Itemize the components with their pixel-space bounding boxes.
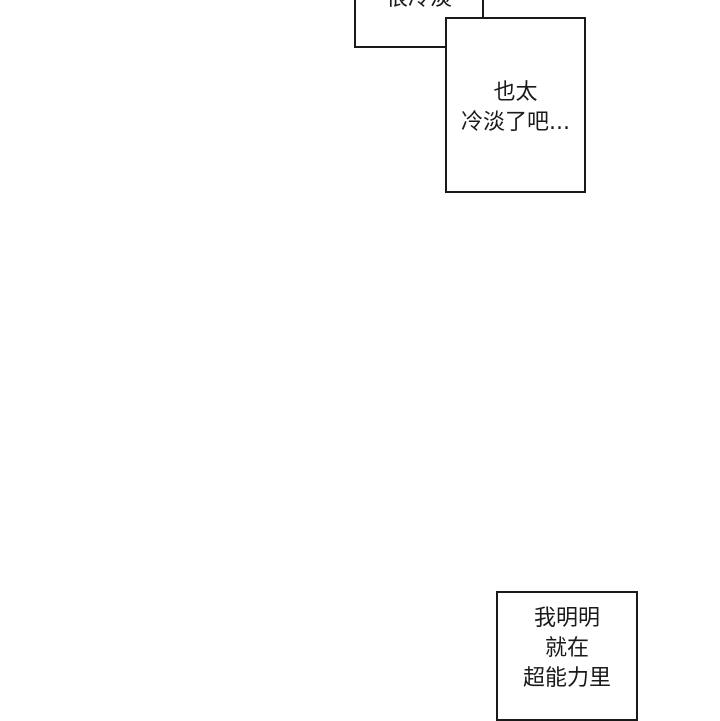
comic-panel: 很冷淡 也太 冷淡了吧... 我明明 就在 超能力里 xyxy=(354,0,638,721)
speech-line: 超能力里 xyxy=(522,666,611,691)
speech-cut-line: 很冷淡 xyxy=(354,0,484,14)
speech-text-bottom: 我明明 就在 超能力里 xyxy=(496,604,638,694)
speech-line: 就在 xyxy=(544,636,589,661)
speech-box-merge xyxy=(447,19,482,46)
speech-text-top: 也太 冷淡了吧... xyxy=(445,78,586,138)
speech-line: 很冷淡 xyxy=(354,0,484,14)
speech-box-bottom xyxy=(496,591,638,721)
speech-line: 也太 xyxy=(493,80,538,105)
speech-box-top-lower xyxy=(445,17,586,193)
speech-line: 冷淡了吧... xyxy=(461,110,570,135)
speech-line: 我明明 xyxy=(533,606,600,631)
